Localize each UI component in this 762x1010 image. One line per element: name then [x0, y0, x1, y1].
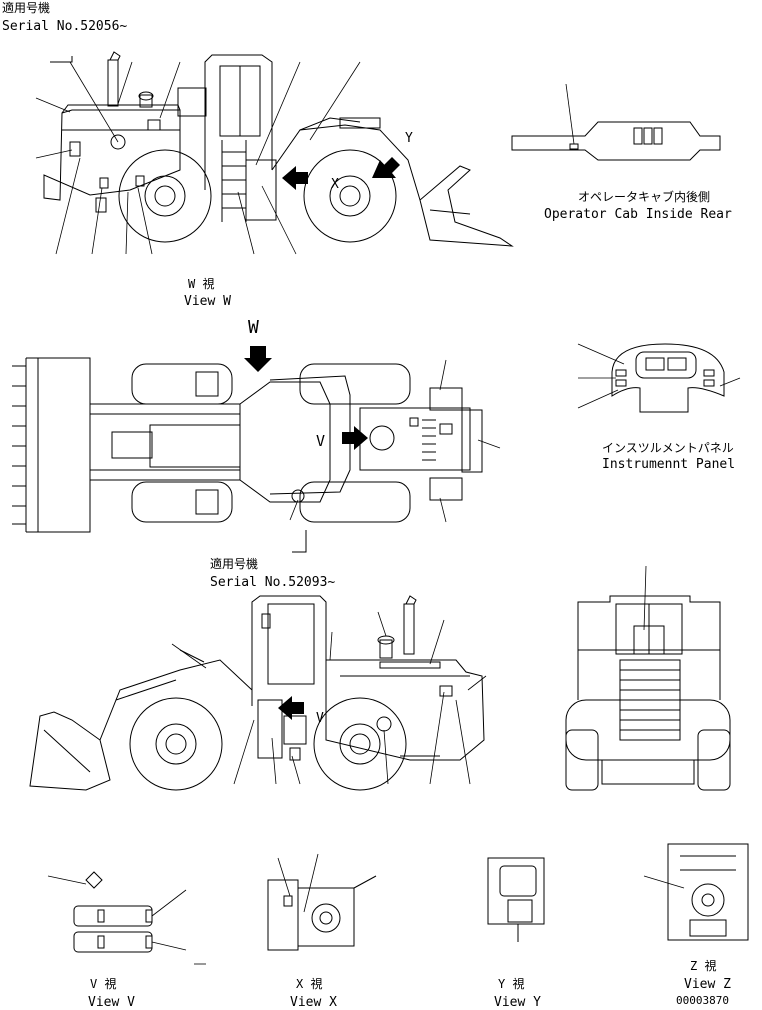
view-w-label: W 視 View W [184, 276, 231, 309]
view-v-detail: V 視 View V [47, 871, 206, 1010]
front-wheel [303, 149, 397, 243]
leader-lines-w [35, 61, 361, 255]
cab-rear-panel [511, 121, 721, 161]
view-w-en: View W [184, 294, 231, 309]
drawing-number: 00003870 [676, 994, 729, 1007]
serial-label-mid: 適用号機 Serial No.52093~ [210, 556, 335, 590]
hood-top [61, 104, 181, 114]
exhaust-stack [107, 59, 119, 107]
rear-tire-right [299, 481, 411, 523]
air-cleaner [139, 94, 153, 108]
view-v-pad-lower [73, 931, 153, 953]
callout-x: X [331, 177, 339, 192]
cab-rear-jp: オペレータキャブ内後側 [578, 189, 710, 204]
rear-body-outline [43, 109, 181, 201]
bucket-plan [37, 357, 91, 533]
leader-lines-left [171, 611, 487, 785]
view-z-en: View Z [684, 977, 731, 992]
rear-decal [69, 141, 81, 157]
view-y-bracket [487, 857, 545, 925]
arrow-y [372, 157, 400, 178]
rear-view-cab [577, 595, 721, 700]
instrument-panel-view: インスツルメントパネル Instrumennt Panel [577, 343, 741, 472]
view-z-detail: Z 視 View Z 00003870 [643, 843, 749, 1007]
bucket-left [29, 711, 111, 791]
fuel-tank [245, 159, 277, 221]
view-y-detail: Y 視 View Y [487, 857, 545, 1010]
rear-view-tire-right [697, 729, 731, 791]
view-v-pad-upper [73, 905, 153, 927]
lift-arm-left [99, 659, 253, 741]
serial-mid-bracket [292, 530, 307, 553]
serial-top-bracket [50, 56, 73, 63]
view-z-jp: Z 視 [690, 958, 716, 973]
cab-rear-en: Operator Cab Inside Rear [544, 207, 732, 222]
front-tire-right [131, 481, 233, 523]
view-w-jp: W 視 [188, 276, 214, 291]
side-view-left: V [29, 595, 487, 791]
cab-outline [204, 54, 273, 190]
articulation-center [239, 381, 331, 503]
instrument-panel-en: Instrumennt Panel [602, 457, 735, 472]
rear-wheel-left [313, 697, 407, 791]
serial-mid-jp: 適用号機 [210, 556, 258, 571]
view-v-jp: V 視 [90, 976, 116, 991]
engine-hood-left [325, 659, 485, 761]
bucket [419, 165, 514, 247]
engine-hood-plan [359, 407, 471, 471]
arrow-v [342, 426, 368, 450]
view-y-jp: Y 視 [498, 976, 524, 991]
view-x-jp: X 視 [296, 976, 322, 991]
louver-grille [422, 419, 436, 461]
instrument-panel-jp: インスツルメントパネル [602, 441, 734, 455]
rear-view [565, 565, 731, 791]
front-frame [271, 124, 421, 201]
rear-view-tire-left [565, 729, 599, 791]
serial-top-jp: 適用号機 [2, 0, 50, 15]
rear-wheel [118, 149, 212, 243]
fuel-cap [369, 425, 395, 451]
view-v-en: View V [88, 995, 135, 1010]
callout-v-left: V [316, 711, 324, 726]
callout-y: Y [405, 131, 413, 146]
arrow-w [244, 346, 272, 372]
rear-grille [619, 659, 681, 741]
rear-tire-left [299, 363, 411, 405]
view-x-tank [267, 879, 299, 951]
serial-label-top: 適用号機 Serial No.52056~ [2, 0, 127, 63]
exhaust-stack-left [403, 603, 415, 655]
arrow-x [282, 166, 308, 190]
cab-rear-view: オペレータキャブ内後側 Operator Cab Inside Rear [511, 83, 732, 222]
view-v-marker [85, 871, 103, 889]
serial-top-en: Serial No.52056~ [2, 19, 127, 34]
callout-w: W [248, 317, 259, 338]
view-y-en: View Y [494, 995, 541, 1010]
instrument-panel-body [611, 343, 725, 413]
view-x-en: View X [290, 995, 337, 1010]
callout-v: V [316, 432, 325, 450]
top-view: W V [12, 317, 501, 553]
view-x-detail: X 視 View X [267, 853, 377, 1010]
cab-plan [269, 375, 351, 495]
serial-mid-en: Serial No.52093~ [210, 575, 335, 590]
arrow-x-left [278, 696, 304, 720]
cab-rear-decal [569, 143, 579, 150]
front-wheel-left [129, 697, 223, 791]
front-tire-left [131, 363, 233, 405]
cab-window-left [267, 603, 315, 685]
cab-left [251, 595, 327, 706]
side-view-w: X Y [35, 51, 514, 255]
view-x-frame [297, 887, 355, 947]
hood-decal-round [110, 134, 126, 150]
bucket-teeth [12, 365, 26, 525]
view-z-frame [667, 843, 749, 941]
